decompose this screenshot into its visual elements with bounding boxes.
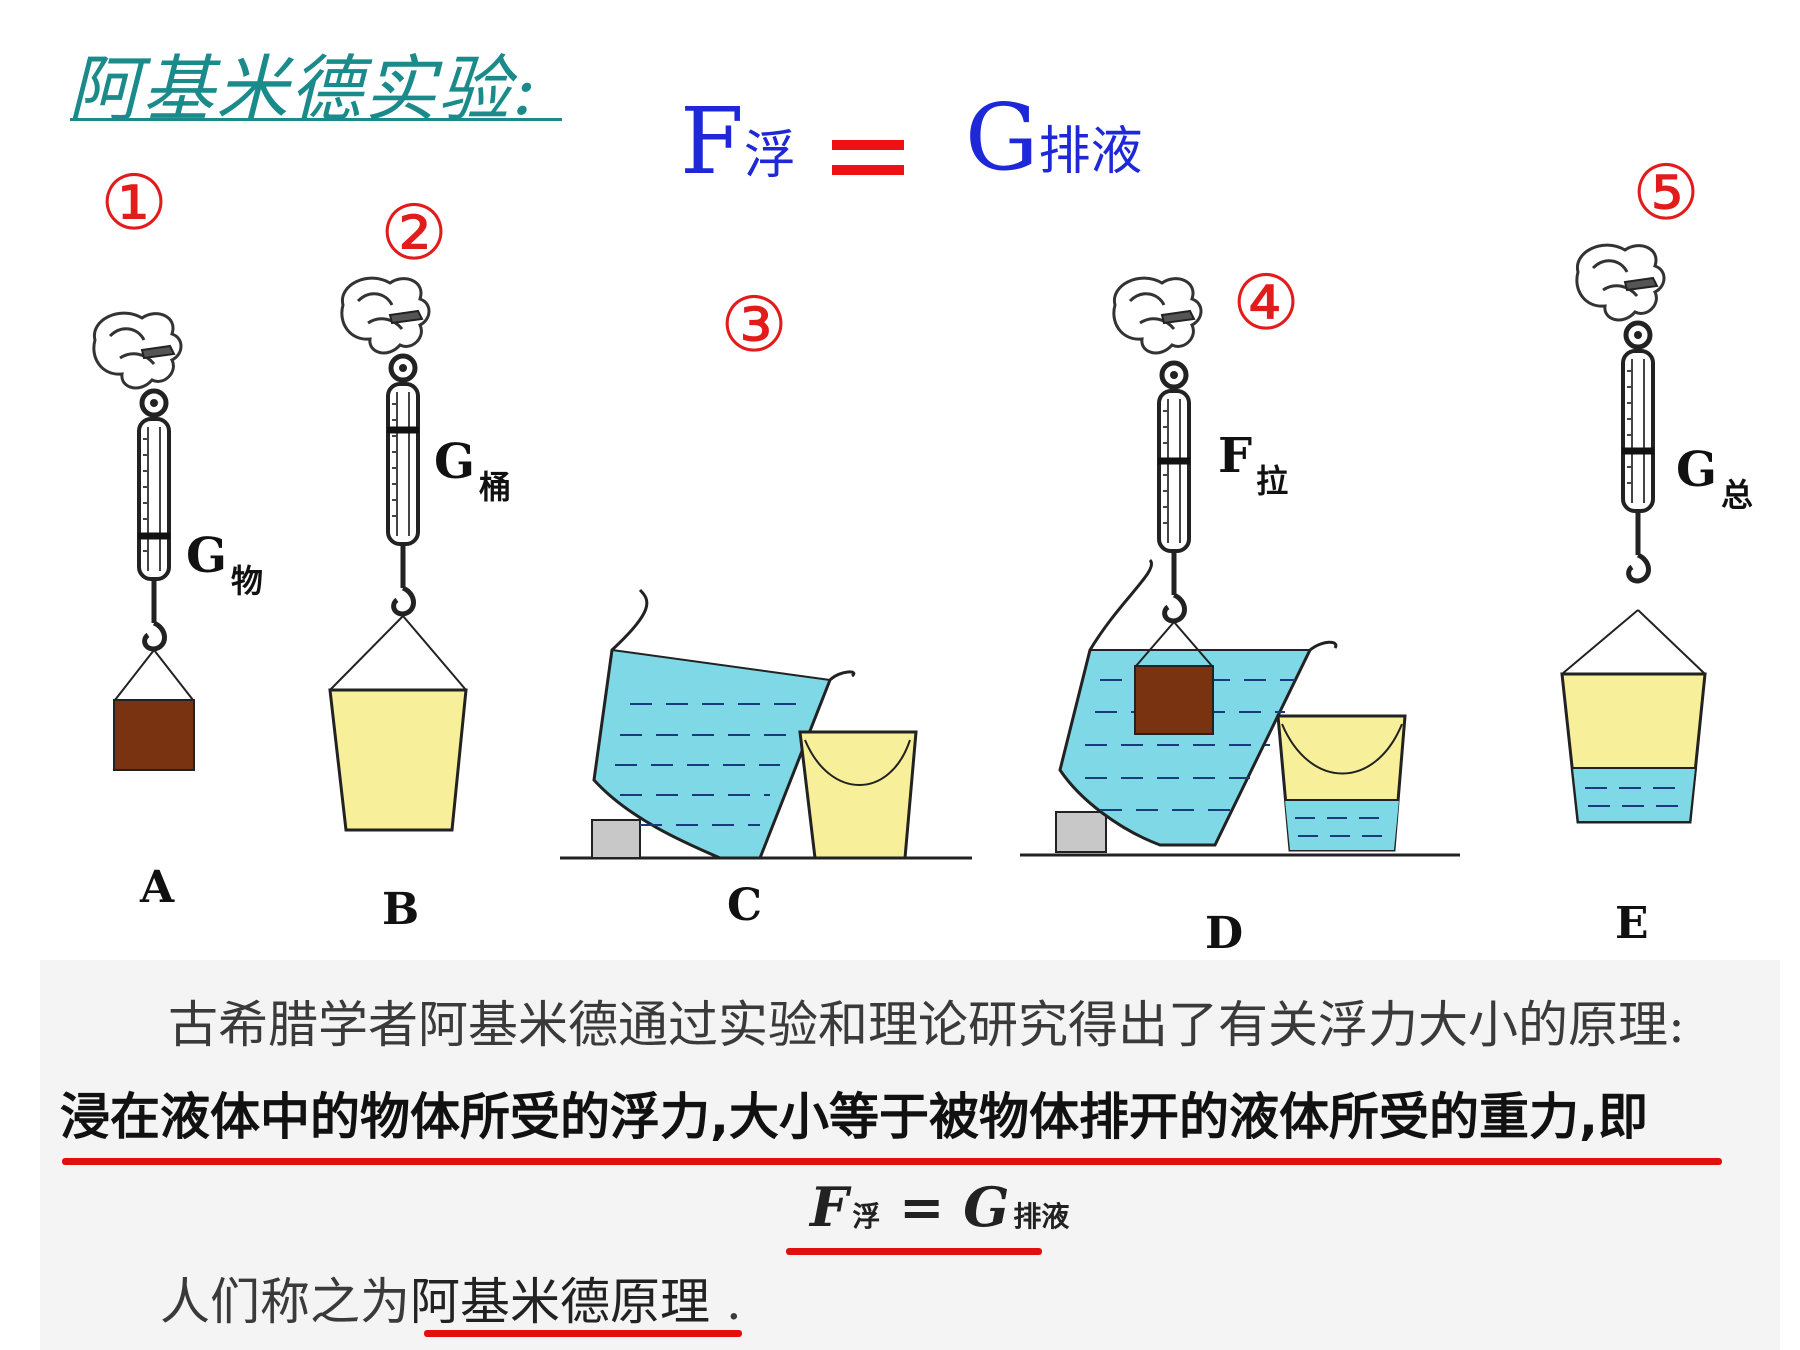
formula-g-sub: 排液 xyxy=(1038,122,1143,182)
wedge-block-c xyxy=(591,819,641,859)
principle-formula-f-sub: 浮 xyxy=(852,1200,881,1233)
wedge-block-d xyxy=(1055,811,1107,853)
principle-intro: 古希腊学者阿基米德通过实验和理论研究得出了有关浮力大小的原理: xyxy=(168,996,1685,1054)
formula-g: G xyxy=(965,84,1039,191)
gauge-label-d-sub: 拉 xyxy=(1256,462,1289,500)
bucket-c xyxy=(798,730,918,860)
formula-f: F xyxy=(680,88,744,195)
panel-letter-c: C xyxy=(727,880,763,931)
gauge-label-b-main: G xyxy=(434,434,475,490)
principle-formula-g-sub: 排液 xyxy=(1013,1200,1070,1233)
gauge-label-e-main: G xyxy=(1676,442,1717,498)
water-lines-d xyxy=(1085,679,1295,811)
experiment-illustration xyxy=(92,243,1707,860)
principle-formula-g: G xyxy=(963,1175,1010,1239)
gauge-label-b-sub: 桶 xyxy=(479,468,512,506)
principle-naming-prefix: 人们称之为 xyxy=(160,1273,410,1331)
equals-bar-bottom xyxy=(832,165,904,175)
principle-name: 阿基米德原理 xyxy=(410,1273,710,1331)
gauge-label-a-main: G xyxy=(186,528,227,584)
page-title: 阿基米德实验: xyxy=(68,47,539,131)
panel-letter-e: E xyxy=(1615,898,1649,949)
hand-icon xyxy=(92,311,183,390)
top-formula-f: F浮 xyxy=(680,88,796,195)
water-lines-c xyxy=(615,703,800,826)
statement-underline xyxy=(62,1158,1722,1165)
title-underline xyxy=(70,118,562,121)
step-4: ④ xyxy=(1232,258,1301,347)
panel-letter-b: B xyxy=(382,884,420,935)
top-formula-g: G排液 xyxy=(965,84,1143,191)
formula-f-sub: 浮 xyxy=(743,126,796,186)
hand-icon xyxy=(1575,243,1666,322)
hand-icon xyxy=(1112,276,1203,355)
spring-scale-a xyxy=(139,391,169,649)
text-panel xyxy=(40,960,1780,1350)
spring-scale-d xyxy=(1159,363,1189,621)
principle-formula-eq: = xyxy=(880,1175,964,1239)
formula-underline xyxy=(786,1248,1042,1255)
step-1: ① xyxy=(100,158,169,247)
principle-naming: 人们称之为阿基米德原理 . xyxy=(160,1262,742,1334)
step-2: ② xyxy=(380,188,449,277)
step-5: ⑤ xyxy=(1632,148,1701,237)
hand-icon xyxy=(340,276,431,355)
spring-scale-b xyxy=(388,356,418,614)
principle-naming-suffix: . xyxy=(710,1273,742,1331)
object-block-d xyxy=(1134,665,1214,735)
bucket-b xyxy=(328,688,468,832)
panel-letter-a: A xyxy=(140,862,175,913)
object-block-a xyxy=(113,699,195,771)
panel-letter-d: D xyxy=(1205,908,1244,959)
principle-statement: 浸在液体中的物体所受的浮力,大小等于被物体排开的液体所受的重力,即 xyxy=(60,1088,1648,1146)
principle-name-underline xyxy=(424,1330,742,1337)
gauge-label-e-sub: 总 xyxy=(1721,476,1754,514)
step-3: ③ xyxy=(720,280,789,369)
principle-formula-f: F xyxy=(810,1175,849,1239)
gauge-label-a-sub: 物 xyxy=(231,562,264,600)
equals-bar-top xyxy=(832,140,904,150)
gauge-label-d-main: F xyxy=(1218,428,1253,484)
